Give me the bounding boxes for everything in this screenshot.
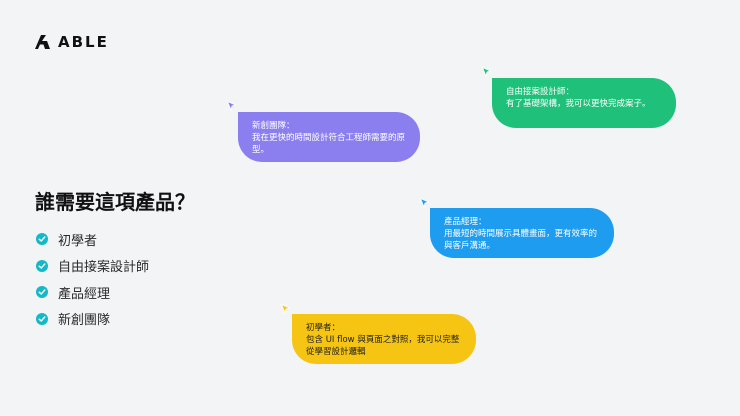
testimonial-bubble-beginner: 初學者： 包含 UI flow 與頁面之對照，我可以完整從學習設計邏輯 (292, 314, 476, 364)
bubble-message: 我在更快的時間設計符合工程師需要的原型。 (252, 133, 406, 155)
able-logo-icon (35, 35, 50, 49)
list-item-label: 新創團隊 (58, 313, 111, 329)
check-circle-icon (36, 233, 48, 246)
page-title: 誰需要這項產品？ (35, 190, 195, 214)
bubble-role: 初學者： (306, 323, 341, 333)
list-item-label: 初學者 (58, 233, 98, 249)
list-item: 新創團隊 (36, 306, 149, 333)
cursor-arrow-icon (281, 304, 290, 314)
list-item-label: 自由接案設計師 (58, 260, 150, 276)
check-circle-icon (36, 286, 48, 299)
brand-name: ABLE (58, 33, 109, 51)
list-item: 產品經理 (36, 279, 149, 306)
bubble-role: 產品經理： (444, 217, 487, 227)
testimonial-bubble-pm: 產品經理： 用最短的時間展示具體畫面，更有效率的與客戶溝通。 (430, 208, 614, 258)
list-item: 初學者 (36, 226, 149, 253)
cursor-arrow-icon (420, 198, 429, 208)
cursor-arrow-icon (227, 101, 236, 111)
list-item-label: 產品經理 (58, 286, 111, 302)
list-item: 自由接案設計師 (36, 253, 149, 280)
bubble-message: 包含 UI flow 與頁面之對照，我可以完整從學習設計邏輯 (306, 335, 460, 357)
bubble-role: 自由接案設計師： (506, 87, 575, 97)
testimonial-bubble-startup: 新創團隊： 我在更快的時間設計符合工程師需要的原型。 (238, 112, 420, 162)
bubble-role: 新創團隊： (252, 121, 295, 131)
check-circle-icon (36, 312, 48, 325)
cursor-arrow-icon (482, 67, 491, 77)
audience-list: 初學者 自由接案設計師 產品經理 新創團隊 (36, 226, 149, 332)
bubble-message: 用最短的時間展示具體畫面，更有效率的與客戶溝通。 (444, 229, 598, 251)
bubble-message: 有了基礎架構，我可以更快完成案子。 (506, 99, 651, 109)
testimonial-bubble-freelancer: 自由接案設計師： 有了基礎架構，我可以更快完成案子。 (492, 78, 676, 128)
brand-logo: ABLE (35, 33, 109, 51)
check-circle-icon (36, 259, 48, 272)
